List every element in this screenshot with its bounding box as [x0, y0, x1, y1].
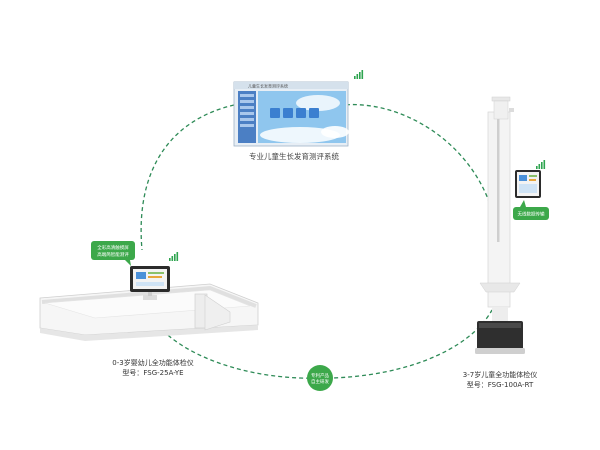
infant-device-name: 0-3岁婴幼儿全功能体检仪	[112, 359, 194, 367]
feature-bubble-patent: 专利产品 自主研发	[307, 365, 333, 391]
bubble-left-line2: 高端简智能测评	[97, 251, 129, 258]
feature-bubble-touchscreen: 全彩高清触摸屏 高端简智能测评	[91, 241, 135, 266]
bubble-bottom-line1: 专利产品	[311, 372, 329, 379]
child-scale-device	[475, 96, 541, 354]
software-app-icon	[270, 108, 280, 118]
software-sidebar	[238, 91, 256, 143]
wifi-icon	[536, 160, 546, 169]
feature-bubble-wireless: 无线数据传输	[513, 200, 549, 220]
infant-device-label: 0-3岁婴幼儿全功能体检仪 型号：FSG-25A-YE	[98, 358, 208, 378]
bubble-left-line1: 全彩高清触摸屏	[97, 244, 129, 251]
child-device-label: 3-7岁儿童全功能体检仪 型号：FSG-100A-RT	[448, 370, 552, 390]
child-device-name: 3-7岁儿童全功能体检仪	[462, 371, 538, 379]
software-caption: 专业儿童生长发育测评系统	[249, 152, 339, 161]
wifi-icon	[169, 252, 179, 261]
dashed-connection-path	[140, 103, 493, 379]
software-app-icon	[309, 108, 319, 118]
software-monitor: 儿童生长发育测评系统	[233, 81, 349, 147]
bubble-bottom-line2: 自主研发	[311, 378, 329, 385]
infant-device-model: 型号：FSG-25A-YE	[122, 369, 184, 377]
bubble-right-text: 无线数据传输	[518, 211, 545, 218]
software-app-icon	[296, 108, 306, 118]
child-device-model: 型号：FSG-100A-RT	[466, 381, 534, 389]
software-window-title: 儿童生长发育测评系统	[248, 83, 288, 89]
software-app-icon	[283, 108, 293, 118]
wifi-icon	[354, 70, 364, 79]
infant-scale-device	[39, 266, 259, 341]
